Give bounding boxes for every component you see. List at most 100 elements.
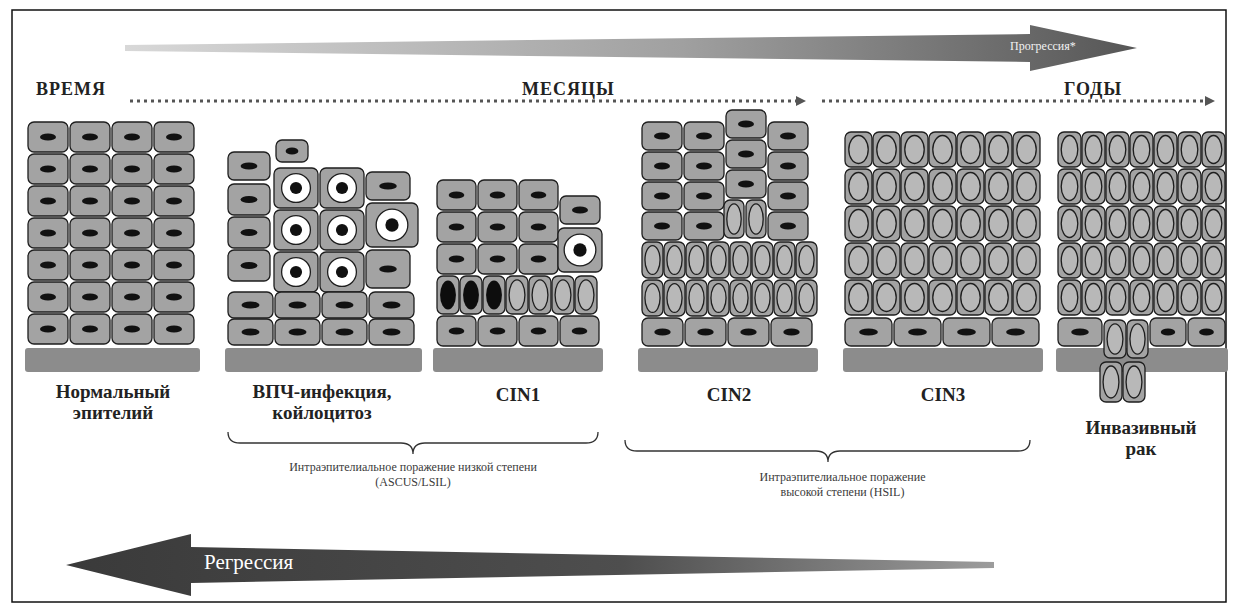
cell-membrane: [686, 242, 707, 278]
cell-nucleus: [124, 133, 140, 140]
epithelial-cell: [1178, 206, 1201, 241]
epithelial-cell: [1058, 280, 1081, 315]
cell-membrane: [519, 244, 558, 274]
epithelial-cell: [1178, 169, 1201, 204]
epithelial-cell: [957, 206, 984, 241]
epithelial-cell: [366, 250, 410, 288]
koilocyte-halo: [328, 216, 357, 245]
atypical-nucleus: [989, 284, 1008, 312]
atypical-nucleus: [1061, 136, 1078, 164]
epithelial-cell: [28, 218, 68, 248]
cell-membrane: [1082, 280, 1105, 315]
cell-nucleus: [780, 162, 796, 169]
epithelial-cell: [901, 280, 928, 315]
atypical-nucleus: [1085, 247, 1102, 275]
cell-nucleus: [242, 301, 260, 308]
cell-membrane: [437, 244, 476, 274]
atypical-nucleus: [1061, 284, 1078, 312]
cell-membrane: [768, 122, 808, 150]
epithelial-cell: [1202, 169, 1225, 204]
koilocyte-halo: [282, 216, 311, 245]
cell-nucleus: [531, 191, 547, 198]
atypical-nucleus: [667, 284, 682, 313]
cell-membrane: [506, 276, 528, 314]
epithelial-cell: [746, 200, 766, 238]
cell-membrane: [774, 280, 795, 316]
epithelial-cell: [664, 242, 685, 278]
cell-membrane: [154, 122, 194, 152]
epithelial-cell: [726, 110, 766, 138]
curly-brace: [625, 440, 1030, 462]
epithelial-cell: [70, 186, 110, 216]
atypical-nucleus: [1181, 284, 1198, 312]
cell-nucleus: [166, 293, 182, 300]
cell-membrane: [1130, 280, 1153, 315]
atypical-nucleus: [1133, 210, 1150, 238]
atypical-nucleus: [989, 173, 1008, 201]
atypical-nucleus: [1109, 210, 1126, 238]
atypical-nucleus: [961, 210, 980, 238]
time-axis-years: [822, 100, 1205, 103]
atypical-nucleus: [799, 284, 814, 313]
epithelial-cell: [774, 280, 795, 316]
epithelial-cell: [28, 186, 68, 216]
epithelial-cell: [575, 276, 597, 314]
epithelial-cell: [929, 169, 956, 204]
atypical-nucleus: [667, 246, 682, 275]
cell-nucleus: [531, 255, 547, 262]
cell-membrane: [529, 276, 551, 314]
epithelial-cell: [708, 280, 729, 316]
epithelial-cell: [1130, 280, 1153, 315]
epithelial-cell: [154, 154, 194, 184]
epithelial-cell: [478, 316, 517, 346]
epithelial-cell: [845, 280, 872, 315]
cell-membrane: [28, 186, 68, 216]
cell-nucleus: [242, 328, 260, 335]
cell-membrane: [845, 318, 892, 346]
epithelial-cell: [154, 122, 194, 152]
koilocyte-halo: [328, 174, 357, 203]
cell-nucleus: [166, 165, 182, 172]
epithelial-cell: [642, 318, 683, 346]
epithelial-cell: [437, 180, 476, 210]
cell-membrane: [560, 196, 600, 224]
cell-membrane: [1127, 320, 1148, 358]
cell-membrane: [112, 218, 152, 248]
cell-membrane: [274, 210, 318, 250]
cell-nucleus: [166, 133, 182, 140]
epithelial-cell: [1202, 206, 1225, 241]
cell-membrane: [1202, 169, 1225, 204]
cell-membrane: [437, 212, 476, 242]
epithelial-cell: [1106, 280, 1129, 315]
cell-membrane: [478, 316, 517, 346]
epithelial-cell: [768, 212, 808, 240]
cell-membrane: [726, 110, 766, 138]
epithelial-cell: [1100, 362, 1122, 402]
cell-membrane: [901, 280, 928, 315]
cell-membrane: [28, 122, 68, 152]
cell-nucleus: [290, 266, 302, 278]
epithelial-cell: [437, 316, 476, 346]
epithelial-cell: [1106, 243, 1129, 278]
epithelial-cell: [1154, 280, 1177, 315]
epithelial-cell: [873, 280, 900, 315]
cell-membrane: [726, 140, 766, 168]
epithelial-cell: [1178, 132, 1201, 167]
cell-membrane: [228, 217, 270, 248]
epithelial-cell: [642, 152, 682, 180]
atypical-nucleus: [1181, 173, 1198, 201]
atypical-nucleus: [1017, 210, 1036, 238]
cell-membrane: [437, 276, 459, 314]
cell-membrane: [320, 252, 364, 292]
epithelial-cell: [985, 169, 1012, 204]
epithelial-cell: [752, 242, 773, 278]
cell-membrane: [1058, 169, 1081, 204]
cell-membrane: [768, 182, 808, 210]
cell-nucleus: [166, 197, 182, 204]
epithelial-cell: [28, 314, 68, 344]
atypical-nucleus: [933, 173, 952, 201]
epithelial-cell: [1130, 243, 1153, 278]
cell-membrane: [112, 282, 152, 312]
cell-nucleus: [241, 229, 258, 236]
stage-column: CIN2: [637, 106, 821, 406]
